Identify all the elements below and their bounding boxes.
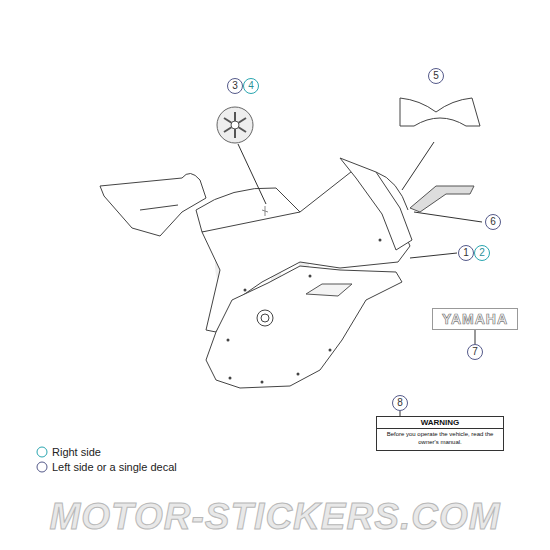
callout-number: 2 <box>479 248 485 258</box>
warning-text: Before you operate the vehicle, read the… <box>377 429 503 448</box>
callout-number: 4 <box>243 78 259 94</box>
tank-emblem <box>217 107 253 143</box>
legend-entry: Right side <box>36 446 177 458</box>
callout-number: 3 <box>227 78 243 94</box>
callout-number: 4 <box>248 81 254 91</box>
watermark: MOTOR-STICKERS.COM <box>8 496 542 538</box>
leader-line <box>475 330 476 344</box>
legend-symbol <box>36 461 48 473</box>
legend-text: Left side or a single decal <box>52 461 177 473</box>
yamaha-decal: YAMAHA <box>432 308 518 330</box>
callout-number: 1 <box>463 248 469 258</box>
warning-label: WARNINGBefore you operate the vehicle, r… <box>376 416 504 451</box>
legend-entry: Left side or a single decal <box>36 461 177 473</box>
callout-number: 5 <box>428 68 444 84</box>
callout-number: 3 <box>232 81 238 91</box>
callout-number: 1 <box>458 245 474 261</box>
callout-number: 7 <box>472 347 478 357</box>
legend: Right sideLeft side or a single decal <box>36 446 177 476</box>
callout-number: 2 <box>474 245 490 261</box>
callout-number: 6 <box>490 217 496 227</box>
legend-symbol <box>36 446 48 458</box>
callout-number: 5 <box>433 71 439 81</box>
callout-number: 8 <box>392 395 408 411</box>
warning-heading: WARNING <box>377 417 503 429</box>
callout-number: 8 <box>397 398 403 408</box>
decal-text: YAMAHA <box>442 311 508 327</box>
legend-text: Right side <box>52 446 101 458</box>
callout-number: 6 <box>485 214 501 230</box>
callout-number: 7 <box>467 344 483 360</box>
